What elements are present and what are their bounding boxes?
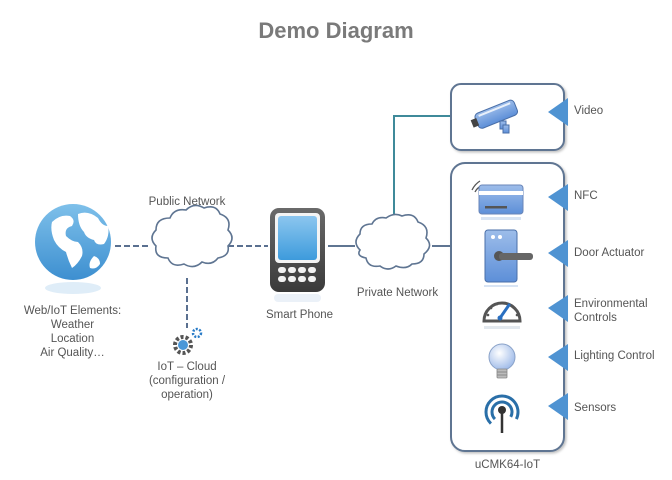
environmental-label-line: Controls bbox=[574, 312, 617, 324]
nfc-card-icon bbox=[471, 180, 524, 220]
gauge-icon bbox=[482, 301, 522, 329]
lighting-pointer bbox=[548, 344, 568, 371]
nfc-label: NFC bbox=[574, 190, 598, 202]
environmental-label-line: Environmental bbox=[574, 298, 648, 310]
web-iot-label: Web/IoT Elements: Weather Location Air Q… bbox=[5, 304, 140, 360]
video-pointer bbox=[548, 98, 568, 126]
private-network-cloud-icon bbox=[355, 213, 431, 270]
connection-private-video bbox=[393, 115, 450, 226]
web-label-line: Location bbox=[50, 333, 95, 345]
sensors-pointer bbox=[548, 393, 568, 420]
nfc-pointer bbox=[548, 184, 568, 211]
web-label-line: Weather bbox=[50, 319, 95, 331]
globe-icon bbox=[35, 204, 111, 294]
smart-phone-label: Smart Phone bbox=[265, 309, 334, 321]
door-actuator-label: Door Actuator bbox=[574, 247, 645, 259]
light-bulb-icon bbox=[488, 343, 516, 379]
lighting-control-label: Lighting Control bbox=[574, 350, 655, 362]
sensors-label: Sensors bbox=[574, 402, 617, 414]
diagram-title: Demo Diagram bbox=[258, 18, 414, 43]
environmental-pointer bbox=[548, 295, 568, 322]
iot-cloud-label: IoT – Cloud (configuration / operation) bbox=[127, 360, 247, 402]
video-label: Video bbox=[574, 105, 604, 117]
private-network-label: Private Network bbox=[356, 287, 439, 299]
wireless-sensor-icon bbox=[484, 394, 520, 433]
public-network-cloud-icon bbox=[151, 204, 233, 268]
device-label: uCMK64-IoT bbox=[474, 459, 541, 471]
door-lock-icon bbox=[484, 229, 533, 287]
door-pointer bbox=[548, 240, 568, 267]
public-network-label: Public Network bbox=[148, 196, 226, 208]
web-label-line: Air Quality… bbox=[40, 347, 105, 359]
iot-cloud-label-line: IoT – Cloud bbox=[157, 361, 217, 373]
iot-cloud-label-line: operation) bbox=[161, 389, 213, 401]
security-camera-icon bbox=[470, 99, 519, 134]
iot-cloud-label-line: (configuration / bbox=[148, 375, 226, 387]
video-box bbox=[450, 83, 565, 151]
environmental-controls-label: Environmental Controls bbox=[574, 297, 648, 325]
smartphone-icon bbox=[270, 208, 325, 302]
gears-icon bbox=[173, 327, 203, 355]
web-label-line: Web/IoT Elements: bbox=[23, 305, 122, 317]
